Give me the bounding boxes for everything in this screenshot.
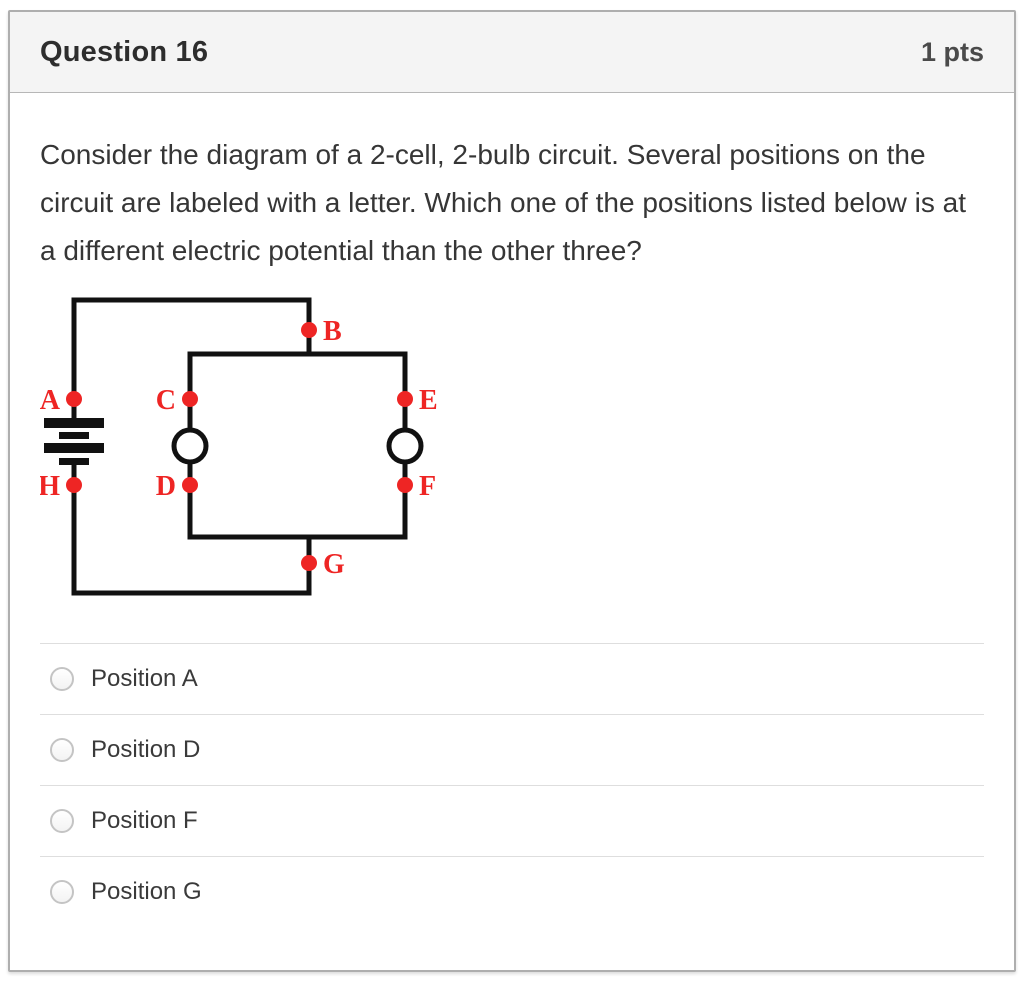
answer-option-f[interactable]: Position F bbox=[40, 785, 984, 856]
question-title: Question 16 bbox=[40, 35, 209, 68]
radio-button[interactable] bbox=[50, 667, 74, 691]
circuit-node-label-c: C bbox=[156, 385, 176, 416]
circuit-node-label-a: A bbox=[40, 385, 61, 416]
circuit-node-a bbox=[66, 391, 82, 407]
bulb-left bbox=[171, 427, 209, 465]
circuit-node-c bbox=[182, 391, 198, 407]
answer-options: Position A Position D Position F Positio… bbox=[40, 643, 984, 927]
circuit-node-b bbox=[301, 322, 317, 338]
question-body: Consider the diagram of a 2-cell, 2-bulb… bbox=[10, 131, 1014, 927]
answer-option-label: Position G bbox=[91, 878, 202, 905]
circuit-node-e bbox=[397, 391, 413, 407]
circuit-node-d bbox=[182, 477, 198, 493]
question-header: Question 16 1 pts bbox=[10, 12, 1014, 93]
circuit-node-label-d: D bbox=[156, 471, 176, 502]
circuit-node-label-h: H bbox=[40, 471, 60, 502]
battery-2-cell bbox=[44, 418, 104, 465]
circuit-diagram-container: A B C D E F G H bbox=[40, 285, 984, 617]
radio-button[interactable] bbox=[50, 809, 74, 833]
answer-option-label: Position F bbox=[91, 807, 198, 834]
radio-button[interactable] bbox=[50, 738, 74, 762]
circuit-node-h bbox=[66, 477, 82, 493]
bulb-right bbox=[386, 427, 424, 465]
question-card: Question 16 1 pts Consider the diagram o… bbox=[8, 10, 1016, 972]
circuit-node-label-f: F bbox=[419, 471, 436, 502]
answer-option-g[interactable]: Position G bbox=[40, 856, 984, 927]
node-layer: A B C D E F G H bbox=[40, 316, 438, 580]
answer-option-label: Position A bbox=[91, 665, 198, 692]
question-text: Consider the diagram of a 2-cell, 2-bulb… bbox=[40, 139, 967, 266]
answer-option-label: Position D bbox=[91, 736, 201, 763]
circuit-node-label-b: B bbox=[323, 316, 342, 347]
circuit-node-g bbox=[301, 555, 317, 571]
answer-option-a[interactable]: Position A bbox=[40, 643, 984, 714]
radio-button[interactable] bbox=[50, 880, 74, 904]
wire-inner-box bbox=[187, 351, 408, 540]
question-points: 1 pts bbox=[920, 36, 984, 67]
circuit-node-label-e: E bbox=[419, 385, 438, 416]
answer-option-d[interactable]: Position D bbox=[40, 714, 984, 785]
circuit-node-f bbox=[397, 477, 413, 493]
circuit-node-label-g: G bbox=[323, 549, 345, 580]
circuit-diagram: A B C D E F G H bbox=[40, 297, 438, 596]
